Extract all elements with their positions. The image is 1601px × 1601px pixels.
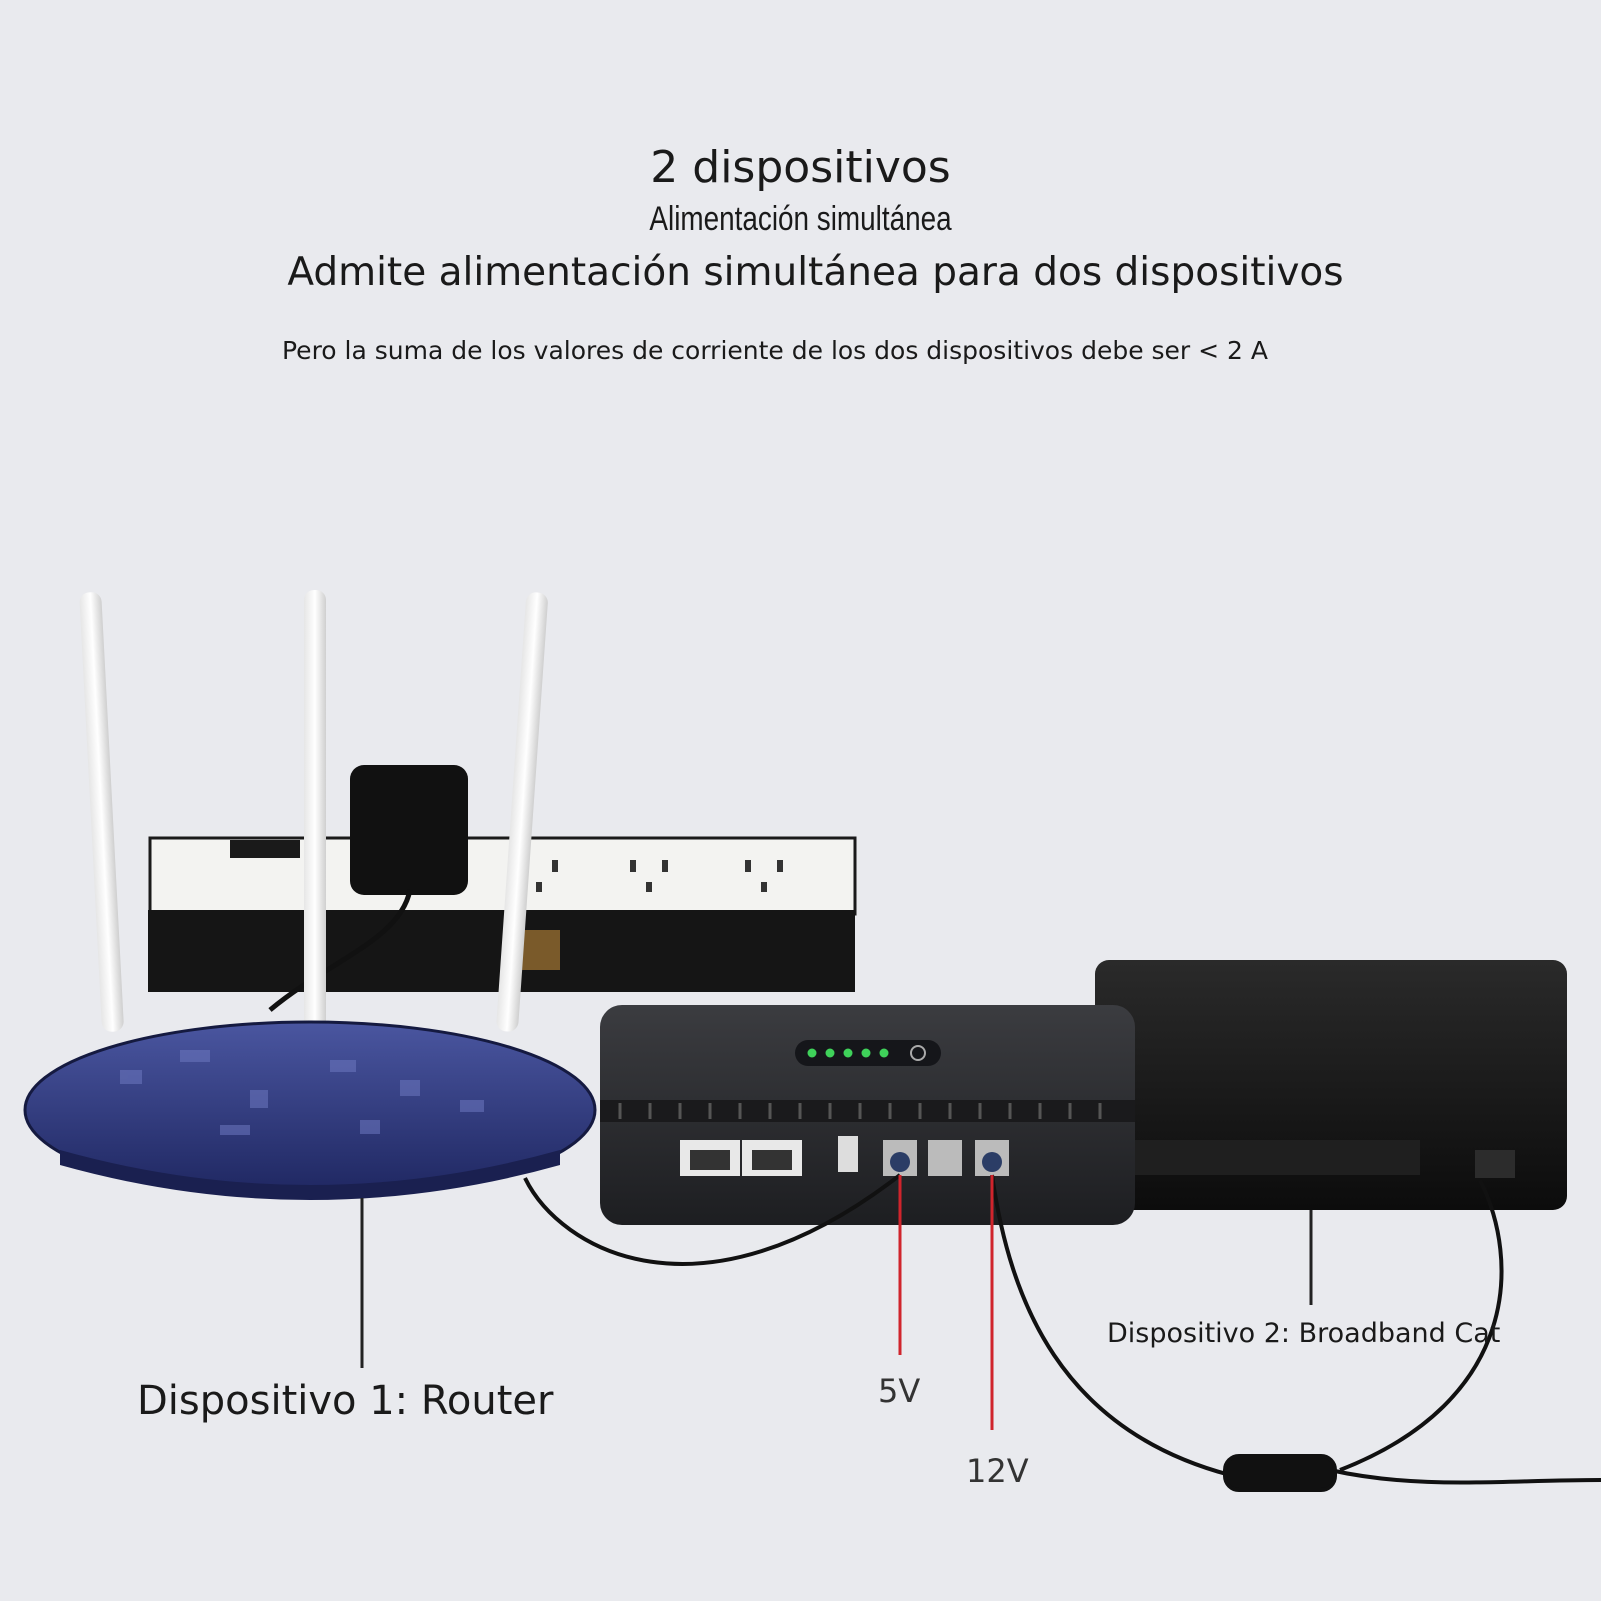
plug-adapter: [268, 765, 468, 1012]
broadband-cat: [1095, 960, 1567, 1210]
led-icon: [861, 1048, 871, 1058]
device1-label: Dispositivo 1: Router: [137, 1378, 554, 1424]
device2-label: Dispositivo 2: Broadband Cat: [1107, 1318, 1501, 1349]
label-pointers: [360, 1175, 1313, 1430]
led-icon: [807, 1048, 817, 1058]
led-icon: [843, 1048, 853, 1058]
router: [23, 1020, 597, 1200]
voltage-5v-label: 5V: [878, 1372, 921, 1410]
subtitle: Alimentación simultánea: [649, 200, 952, 238]
current-limit-note: Pero la suma de los valores de corriente…: [282, 336, 1268, 365]
power-cables: [523, 1173, 1601, 1492]
feature-description: Admite alimentación simultánea para dos …: [287, 250, 1344, 295]
mini-ups: [600, 1005, 1135, 1225]
headline: 2 dispositivos: [650, 142, 951, 193]
router-antennas: [79, 590, 548, 1032]
voltage-12v-label: 12V: [966, 1452, 1029, 1490]
power-button-icon: [910, 1045, 926, 1061]
led-icon: [825, 1048, 835, 1058]
led-icon: [879, 1048, 889, 1058]
led-indicator-row: [807, 1048, 889, 1058]
